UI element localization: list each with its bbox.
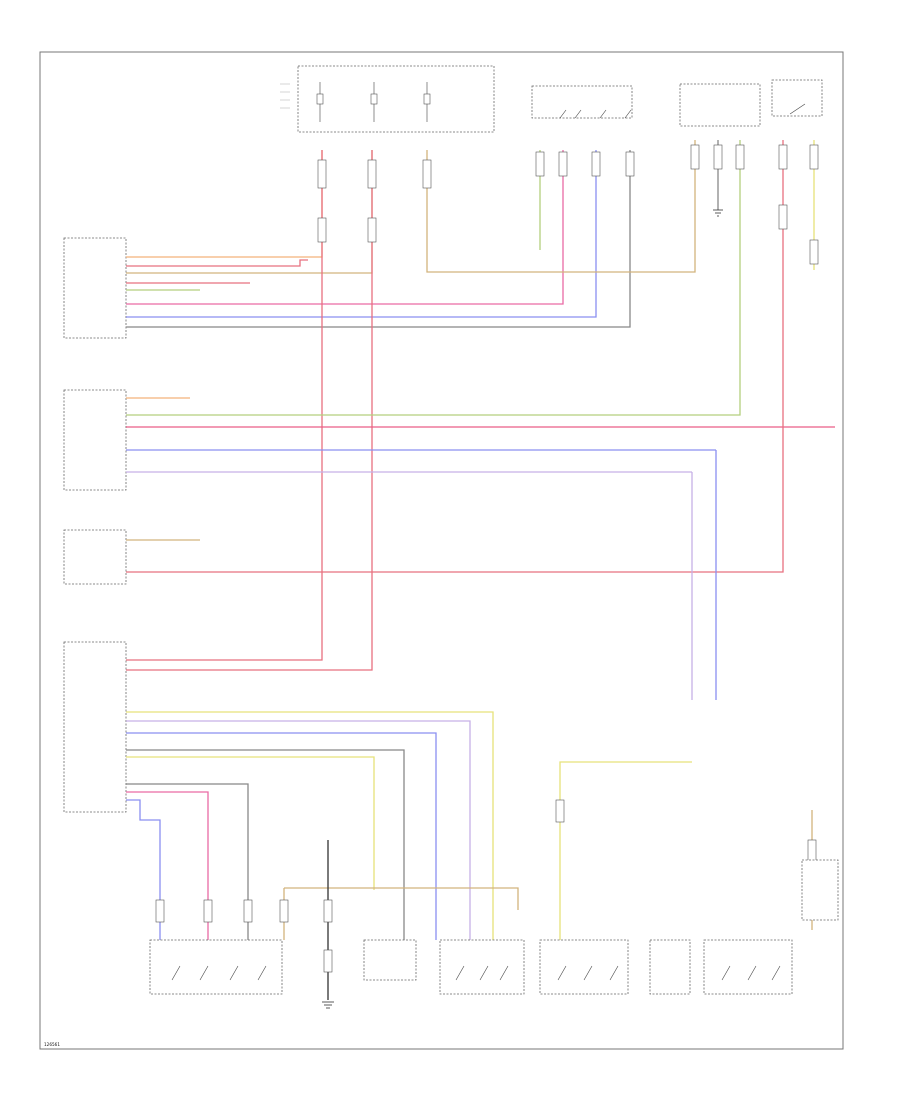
conn-sw-b — [558, 151, 568, 177]
left-module-3 — [63, 529, 127, 585]
wire-m4-pink — [126, 791, 209, 950]
top-right-switch-contact — [789, 103, 806, 115]
left-module-2 — [63, 389, 127, 491]
wire-m3-red — [126, 140, 784, 573]
bottom-switch-3 — [439, 939, 525, 995]
wire-m4-yellow-2 — [126, 756, 375, 890]
bottom-motor-2 — [801, 859, 839, 921]
ground-cu — [713, 209, 723, 217]
conn-rs-c — [778, 204, 788, 230]
bottom-switch-3-contacts — [455, 965, 509, 981]
wire-fuse3-tan — [426, 140, 696, 273]
wire-bottom-bus — [284, 887, 519, 910]
conn-f1-a — [317, 159, 327, 189]
conn-sw-c — [591, 151, 601, 177]
top-control-unit — [679, 83, 761, 127]
wire-m4-gray — [126, 749, 405, 940]
bottom-switch-5 — [703, 939, 793, 995]
fuse-2 — [370, 82, 378, 122]
wire-m4-lilac — [126, 720, 471, 940]
left-module-1 — [63, 237, 127, 339]
conn-b3 — [243, 899, 253, 923]
wire-m1-blue — [126, 150, 597, 318]
fuse-3 — [423, 82, 431, 122]
wire-m1-pink — [126, 150, 564, 305]
conn-b8 — [807, 839, 817, 863]
conn-b7 — [555, 799, 565, 823]
bottom-switch-5-contacts — [721, 965, 781, 981]
conn-cu-c — [735, 144, 745, 170]
wire-m1-gray — [126, 150, 631, 328]
bottom-switch-2 — [363, 939, 417, 981]
wires — [126, 140, 835, 1000]
conn-cu-b — [713, 144, 723, 170]
wire-lr-yellow — [559, 761, 692, 940]
footer-code: 126561 — [44, 1042, 60, 1047]
conn-f2-a — [367, 159, 377, 189]
ground-bottom — [322, 1001, 334, 1009]
conn-b1 — [155, 899, 165, 923]
fuse-box-labels — [280, 83, 290, 109]
bottom-switch-1 — [149, 939, 283, 995]
connectors — [155, 144, 819, 973]
conn-rs-d — [809, 239, 819, 265]
wire-m4-gray-2 — [126, 783, 249, 950]
fuse-box — [280, 65, 495, 133]
bottom-switch-4 — [539, 939, 629, 995]
wire-m1-tan — [126, 150, 373, 274]
conn-sw-d — [625, 151, 635, 177]
top-switch-contacts — [559, 109, 632, 119]
conn-f3-a — [422, 159, 432, 189]
bottom-motor-1 — [649, 939, 691, 995]
bottom-switch-1-contacts — [171, 965, 267, 981]
wire-fuse2-down — [126, 150, 373, 671]
conn-f1-b — [317, 217, 327, 243]
conn-sw-a — [535, 151, 545, 177]
conn-rs-b — [809, 144, 819, 170]
top-switch-module — [531, 85, 633, 119]
conn-cu-a — [690, 144, 700, 170]
wire-fuse1-down — [126, 150, 323, 661]
conn-b2 — [203, 899, 213, 923]
wire-cu-green — [126, 140, 741, 416]
conn-b6 — [323, 949, 333, 973]
left-module-4 — [63, 641, 127, 813]
wire-m4-blue-2 — [126, 799, 161, 950]
wire-m4-yellow — [126, 711, 494, 940]
diagram-frame — [39, 51, 844, 1050]
bottom-switch-4-contacts — [557, 965, 619, 981]
conn-b5 — [323, 899, 333, 923]
conn-rs-a — [778, 144, 788, 170]
wire-m1-orange — [126, 150, 323, 258]
wire-m1-red — [126, 259, 308, 267]
ground-symbols — [322, 209, 723, 1009]
fuse-box-outline — [297, 65, 495, 133]
conn-f2-b — [367, 217, 377, 243]
fuse-1 — [316, 82, 324, 122]
wire-m4-blue — [126, 732, 437, 940]
conn-b4 — [279, 899, 289, 923]
top-right-switch — [771, 79, 823, 117]
